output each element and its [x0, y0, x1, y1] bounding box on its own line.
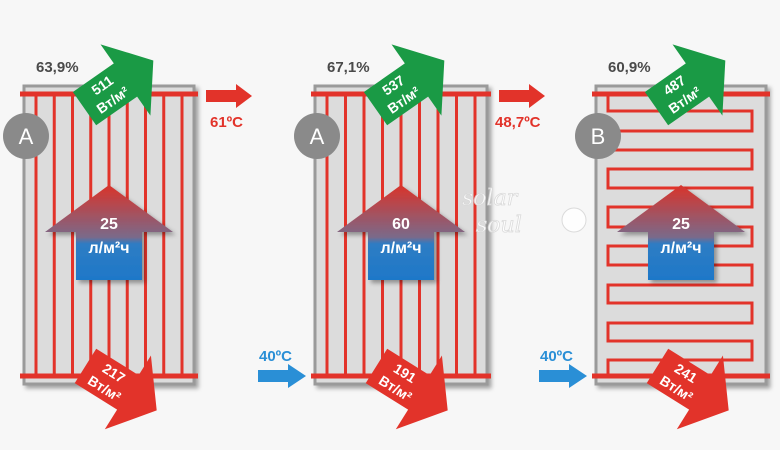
- efficiency-label: 63,9%: [36, 59, 79, 76]
- watermark-line1: solar: [462, 186, 519, 211]
- watermark-line2: soul: [476, 213, 522, 238]
- arrow-up-right-icon: [363, 44, 445, 126]
- inlet-temperature: 40ºC: [540, 348, 573, 365]
- flow-rate-value: 25: [100, 216, 118, 233]
- flow-rate-arrow: 60 л/м²ч: [337, 185, 465, 280]
- inlet-flow: 40ºC: [539, 348, 587, 388]
- efficiency-label: 67,1%: [327, 59, 370, 76]
- up-arrow-icon: [617, 185, 745, 280]
- flow-rate-unit: л/м²ч: [660, 240, 701, 257]
- outlet-flow: 48,7ºC: [495, 84, 545, 131]
- collector-type-badge: [3, 113, 49, 159]
- flow-rate-value: 25: [672, 216, 690, 233]
- up-arrow-icon: [45, 185, 173, 280]
- flow-rate-arrow: 25 л/м²ч: [45, 185, 173, 280]
- collector-type-letter: A: [310, 124, 325, 149]
- arrow-up-right-icon: [72, 44, 154, 126]
- collector-type-letter: A: [19, 124, 34, 149]
- up-arrow-icon: [337, 185, 465, 280]
- inlet-arrow-icon: [258, 364, 306, 388]
- flow-rate-arrow: 25 л/м²ч: [617, 185, 745, 280]
- outlet-arrow-icon: [499, 84, 545, 108]
- arrow-up-right-icon: [644, 44, 726, 126]
- collector-type-letter: B: [591, 124, 606, 149]
- collector-type-badge: [575, 113, 621, 159]
- outlet-temperature: 61ºC: [210, 114, 243, 131]
- outlet-temperature: 48,7ºC: [495, 114, 541, 131]
- outlet-flow: 61ºC: [206, 84, 252, 131]
- inlet-flow: 40ºC: [258, 348, 306, 388]
- inlet-arrow-icon: [539, 364, 587, 388]
- flow-rate-value: 60: [392, 216, 410, 233]
- collector-type-badge: [294, 113, 340, 159]
- arrow-down-right-icon: [646, 348, 729, 430]
- watermark-logo: solar soul: [462, 186, 587, 238]
- arrow-down-right-icon: [365, 348, 448, 430]
- harp-pipes: [20, 91, 198, 379]
- outlet-arrow-icon: [206, 84, 252, 108]
- arrow-down-right-icon: [74, 348, 157, 430]
- inlet-temperature: 40ºC: [259, 348, 292, 365]
- flow-rate-unit: л/м²ч: [88, 240, 129, 257]
- watermark-sun-icon: [561, 207, 587, 233]
- efficiency-label: 60,9%: [608, 59, 651, 76]
- flow-rate-unit: л/м²ч: [380, 240, 421, 257]
